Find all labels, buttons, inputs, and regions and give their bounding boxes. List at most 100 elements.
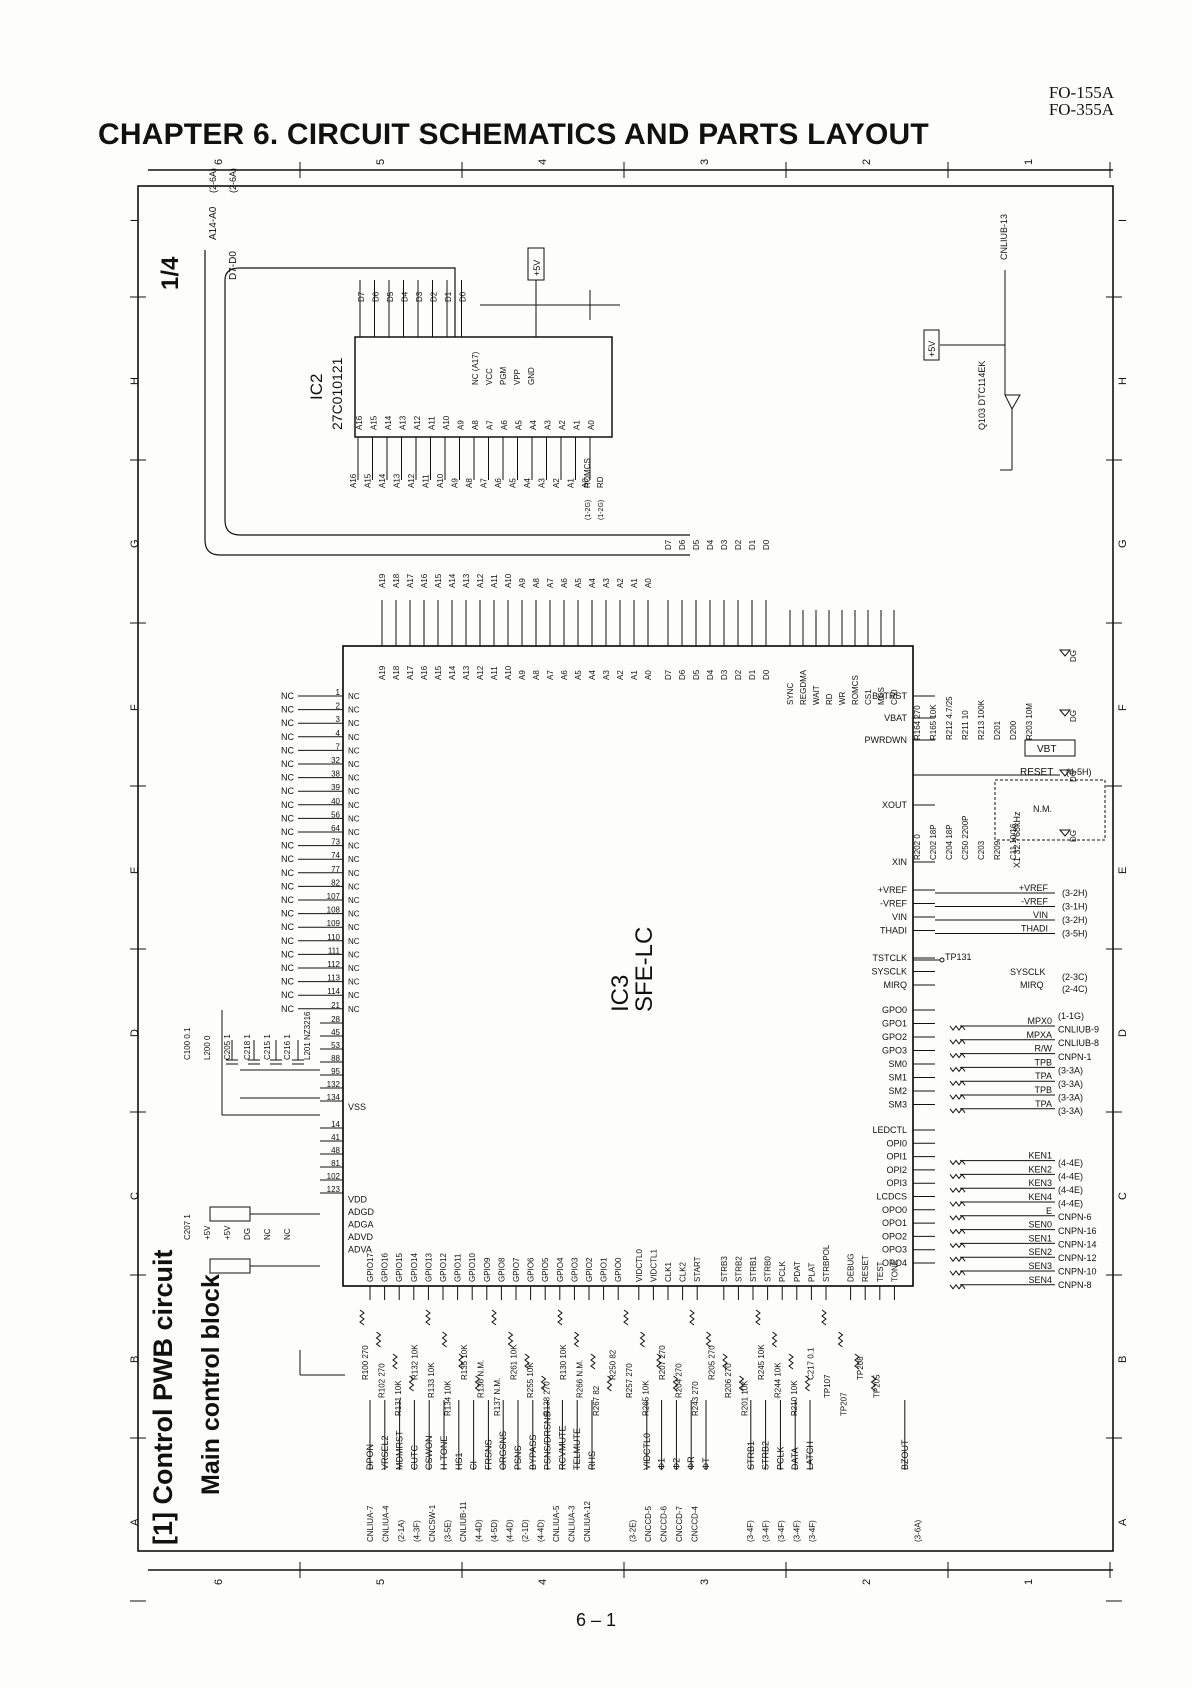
ic2-addr-pin: A9 bbox=[451, 478, 460, 488]
ic2-addr-inner: A7 bbox=[486, 420, 495, 430]
ic2-eprom: IC2 27C010121 A16A16A15A15A14A14A13A13A1… bbox=[204, 168, 690, 556]
resistor-symbol bbox=[425, 1309, 431, 1326]
ic3-left-nc-inner: NC bbox=[348, 978, 360, 987]
bottom-part-label: R210 10K bbox=[790, 1380, 799, 1416]
ic3-top-addr-inner: A17 bbox=[406, 665, 415, 680]
right-output-net: KEN1 bbox=[1028, 1151, 1052, 1161]
ic3-bottom-signal: CLK1 bbox=[664, 1261, 673, 1282]
ic3-top-ctrl: WR bbox=[838, 691, 847, 705]
resistor-symbol bbox=[788, 1353, 794, 1370]
right-part-label: C203 bbox=[977, 840, 986, 860]
ic2-addr-pin: A8 bbox=[465, 478, 474, 488]
vref-net: -VREF bbox=[1021, 897, 1049, 907]
bottom-connector: (4-4D) bbox=[475, 1519, 484, 1542]
left-power-label: C100 0.1 bbox=[183, 1027, 192, 1060]
ic3-right-signal: OPI1 bbox=[886, 1152, 907, 1162]
ic2-part: 27C010121 bbox=[329, 357, 345, 430]
ic3-top-data-outer: D2 bbox=[734, 539, 743, 550]
bottom-connector: CNLIUA-5 bbox=[552, 1505, 561, 1542]
bottom-signal: BYPASS bbox=[528, 1435, 538, 1470]
ic2-power-pin: PGM bbox=[499, 366, 508, 385]
ic3-top-addr-outer: A18 bbox=[392, 573, 401, 588]
right-connector: (1-1G) bbox=[1058, 1011, 1084, 1021]
ic2-addr-ref: (2-6A) bbox=[208, 168, 218, 193]
ic3-right-signal: SYSCLK bbox=[871, 967, 907, 977]
ic3-bottom-signal: GPIO0 bbox=[614, 1257, 623, 1282]
ic3-bottom-signal: STRB0 bbox=[764, 1256, 773, 1282]
ic3-top-addr-outer: A12 bbox=[476, 573, 485, 588]
ic3-top-ctrl: REGDMA bbox=[799, 669, 808, 705]
ic3-right-pins: BATRSTVBATPWRDWNXOUTXIN+VREF-VREFVINTHAD… bbox=[865, 691, 935, 1268]
ic3-top-addr-outer: A6 bbox=[560, 578, 569, 588]
ic2-addr-inner: A4 bbox=[529, 420, 538, 430]
ground-symbol bbox=[1058, 709, 1072, 717]
right-output-net: MPXA bbox=[1026, 1030, 1052, 1040]
zone-col-bottom: 4 bbox=[537, 1579, 549, 1585]
zone-row-left: H bbox=[129, 377, 141, 385]
ic3-left-nc-inner: NC bbox=[348, 937, 360, 946]
ic2-ctrl-ref: (1-2G) bbox=[585, 500, 592, 520]
ic3-right-signal: SM0 bbox=[888, 1059, 907, 1069]
right-connector: (4-4E) bbox=[1058, 1185, 1083, 1195]
ic3-gnd-pin: 41 bbox=[331, 1133, 340, 1142]
ic3-bottom-signal: STRB1 bbox=[749, 1256, 758, 1282]
ic3-top-ctrl: CS0 bbox=[890, 689, 899, 705]
ic3-right-signal: SM3 bbox=[888, 1100, 907, 1110]
ic3-power-label: ADVA bbox=[348, 1245, 372, 1255]
resistor-symbol bbox=[507, 1331, 514, 1348]
resistor-symbol bbox=[949, 1187, 966, 1194]
ic3-left-pin-num: 1 bbox=[336, 688, 341, 697]
bottom-part-label: R266 N.M. bbox=[576, 1360, 585, 1398]
ic3-right-signal: OPO3 bbox=[882, 1245, 907, 1255]
right-connector: (4-4E) bbox=[1058, 1158, 1083, 1168]
ic3-power-label: VDD bbox=[348, 1195, 368, 1205]
ic2-addr-pin: A6 bbox=[494, 478, 503, 488]
bottom-part-label: TP208 bbox=[856, 1356, 865, 1380]
zone-row-right: H bbox=[1117, 377, 1129, 385]
ic3-top-addr-inner: A15 bbox=[434, 665, 443, 680]
ic3-bottom-signal: START bbox=[693, 1256, 702, 1282]
ic3-bottom-signal: GPIO10 bbox=[468, 1253, 477, 1282]
bottom-part-label: R135 10K bbox=[460, 1344, 469, 1380]
resistor-symbol bbox=[949, 1038, 966, 1045]
ic3-bottom-signal: GPIO4 bbox=[556, 1257, 565, 1282]
ic3-right-signal: MIRQ bbox=[884, 980, 908, 990]
ic2-data-pin: D5 bbox=[386, 291, 395, 302]
bottom-part-label: C217 0.1 bbox=[807, 1347, 816, 1380]
ic2-power-pin: VCC bbox=[485, 368, 494, 385]
left-power-label: +5V bbox=[223, 1225, 232, 1240]
bottom-part-label: R133 10K bbox=[427, 1362, 436, 1398]
ic3-gnd-pin: 123 bbox=[327, 1185, 341, 1194]
ic2-addr-inner: A6 bbox=[500, 420, 509, 430]
ic2-addr-inner: A2 bbox=[558, 420, 567, 430]
resistor-symbol bbox=[359, 1309, 365, 1326]
ic3-right-signal: OPO1 bbox=[882, 1218, 907, 1228]
bottom-signal: STRB1 bbox=[746, 1441, 756, 1470]
ic3-top-addr-inner: A13 bbox=[462, 665, 471, 680]
bottom-connector: CNLIUA-4 bbox=[382, 1505, 391, 1542]
right-connector: CNLIUB-8 bbox=[1058, 1038, 1099, 1048]
ic2-addr-pin: A11 bbox=[422, 474, 431, 488]
ic3-left-nc: NC bbox=[281, 977, 294, 987]
ic2-addr-inner: A8 bbox=[471, 420, 480, 430]
bottom-connector: (4-4D) bbox=[506, 1519, 515, 1542]
ic3-vss-pin: 45 bbox=[331, 1028, 340, 1037]
bottom-signal: RCVMUTE bbox=[557, 1426, 567, 1471]
ic2-addr-pin: A3 bbox=[538, 478, 547, 488]
right-connector: CNPN-1 bbox=[1058, 1052, 1092, 1062]
ic3-vss-pin: 28 bbox=[331, 1015, 340, 1024]
ic3-top-addr-outer: A0 bbox=[644, 578, 653, 588]
ic2-data-pin: D4 bbox=[401, 291, 410, 302]
bottom-connector: (2-1D) bbox=[521, 1519, 530, 1542]
section-title: [1] Control PWB circuit bbox=[148, 1249, 178, 1545]
ic3-bottom-signal: CLK2 bbox=[679, 1261, 688, 1282]
left-power-label: L200 0 bbox=[203, 1035, 212, 1060]
bottom-signal: TELMUTE bbox=[572, 1428, 582, 1470]
ic3-top-addr-inner: A10 bbox=[504, 665, 513, 680]
bottom-connector: (4-5D) bbox=[490, 1519, 499, 1542]
zone-row-left: B bbox=[129, 1356, 141, 1363]
dg-label: DG bbox=[1069, 830, 1078, 842]
vref-ref: (3-2H) bbox=[1062, 915, 1088, 925]
bottom-part-label: R102 270 bbox=[378, 1363, 387, 1398]
